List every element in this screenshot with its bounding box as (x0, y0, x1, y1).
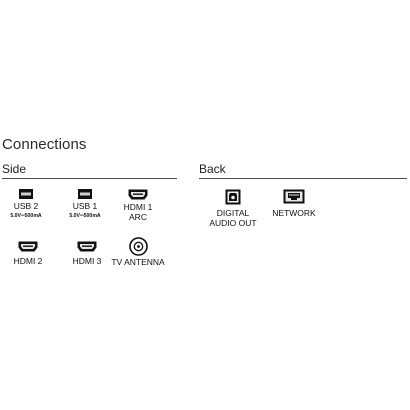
usb-icon (19, 189, 33, 199)
page-title: Connections (2, 136, 87, 153)
section-back-heading: Back (199, 162, 226, 176)
port-tv-antenna: TV ANTENNA (107, 237, 169, 267)
port-label: USB 2 (13, 201, 39, 211)
port-label: HDMI 1 (123, 202, 153, 212)
port-usb-1: USB 1 5.0V═500mA (63, 189, 107, 220)
usb-icon (78, 189, 92, 199)
port-label: TV ANTENNA (111, 257, 165, 267)
port-hdmi-1: HDMI 1 ARC (116, 189, 160, 222)
port-label: DIGITAL (216, 208, 250, 218)
section-back-divider (199, 178, 407, 179)
section-side-divider (2, 178, 177, 179)
port-hdmi-3: HDMI 3 (65, 241, 109, 266)
port-sublabel: AUDIO OUT (209, 218, 257, 228)
hdmi-icon (77, 241, 97, 252)
port-hdmi-2: HDMI 2 (6, 241, 50, 266)
port-sublabel: ARC (129, 212, 147, 222)
section-side-heading: Side (2, 162, 27, 176)
port-label: HDMI 2 (13, 256, 43, 266)
port-usb-2: USB 2 5.0V═500mA (4, 189, 48, 220)
hdmi-icon (128, 189, 148, 200)
port-digital-audio-out: DIGITAL AUDIO OUT (205, 189, 261, 228)
hdmi-icon (18, 241, 38, 252)
port-label: USB 1 (72, 201, 98, 211)
port-label: HDMI 3 (72, 256, 102, 266)
port-spec: 5.0V═500mA (69, 213, 101, 219)
port-network: NETWORK (266, 189, 322, 218)
ethernet-icon (283, 189, 305, 204)
port-spec: 5.0V═500mA (10, 213, 42, 219)
optical-audio-icon (225, 189, 241, 205)
port-label: NETWORK (272, 208, 316, 218)
antenna-coax-icon (128, 237, 148, 256)
